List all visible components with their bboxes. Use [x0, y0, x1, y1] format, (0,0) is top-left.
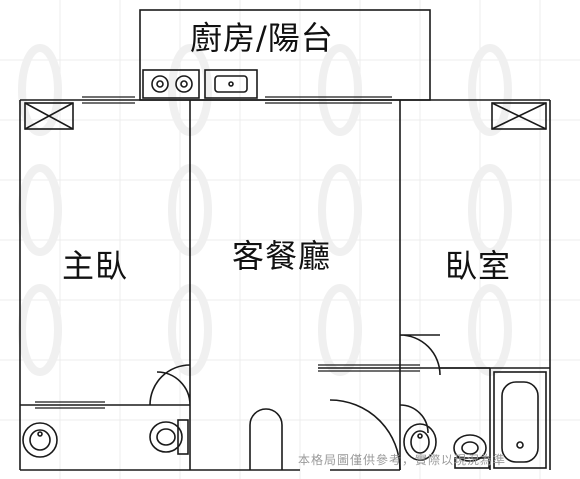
room-label-living-dining: 客餐廳: [232, 237, 332, 275]
arch-niche: [249, 408, 283, 470]
window-master-bath: [35, 401, 105, 409]
door-master-bedroom: [156, 371, 191, 406]
kitchen-sink-icon: [204, 69, 258, 99]
window-bath2: [318, 364, 420, 372]
bathtub-icon: [493, 371, 547, 469]
door-bath2-inner: [399, 404, 429, 434]
door-bath2: [329, 399, 401, 471]
room-label-bedroom: 臥室: [445, 247, 512, 285]
shaft-right: [491, 102, 547, 130]
basin-bath2-icon: [403, 423, 437, 461]
toilet-master-bath-icon: [149, 419, 189, 455]
basin-master-bath-icon: [22, 422, 58, 458]
room-label-master-bedroom: 主臥: [62, 247, 129, 285]
toilet-bath2-icon: [453, 434, 490, 469]
door-master-bath: [149, 364, 191, 406]
stove-icon: [142, 69, 200, 99]
door-bedroom: [399, 334, 441, 405]
disclaimer-text: 本格局圖僅供參考，實際以現況為準: [298, 453, 507, 467]
room-label-kitchen-balcony: 廚房/陽台: [190, 19, 334, 57]
window-top-middle: [265, 96, 392, 104]
window-top-left: [82, 96, 135, 104]
shaft-left: [24, 102, 74, 130]
